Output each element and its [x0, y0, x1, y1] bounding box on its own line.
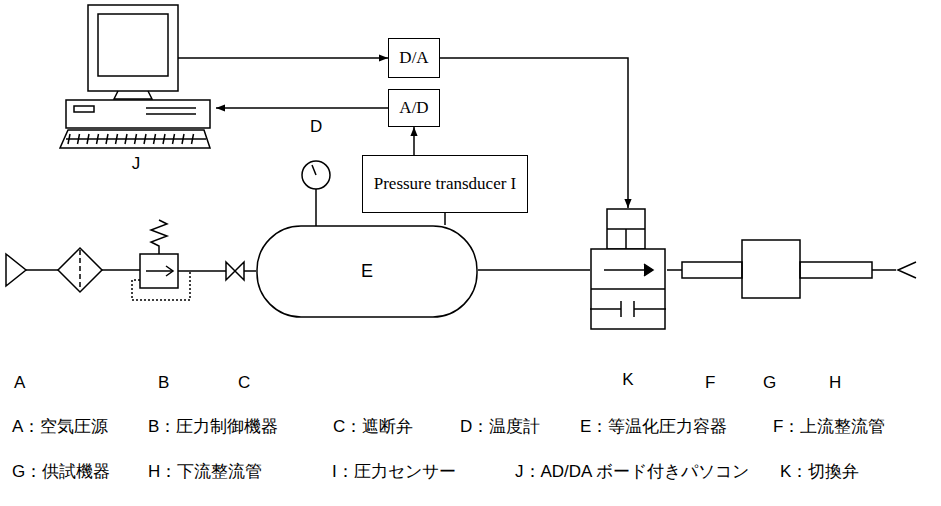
switching-valve: K	[590, 208, 666, 390]
node-text: D/A	[399, 48, 428, 68]
shutoff-valve-symbol	[226, 262, 244, 280]
connector	[413, 127, 415, 155]
downstream-tube	[800, 262, 872, 278]
test-device	[742, 240, 800, 298]
part-label: A	[14, 374, 25, 391]
signal-box: D/A	[388, 38, 440, 78]
regulator-symbol	[132, 220, 190, 300]
signal-box: A/D	[388, 89, 440, 127]
connector	[178, 57, 388, 59]
connector	[216, 107, 388, 109]
filter-symbol	[58, 248, 102, 292]
legend-text: K：切換弁	[780, 463, 859, 480]
air-source-symbol	[6, 254, 26, 286]
node-text: K	[622, 370, 633, 390]
connector	[478, 269, 590, 271]
node-text: Pressure transducer I	[374, 174, 517, 194]
part-label: B	[158, 374, 169, 391]
pc-outline	[56, 2, 216, 174]
thermometer-symbol	[302, 161, 330, 226]
legend-text: I：圧力センサー	[332, 463, 456, 480]
node-text: A/D	[399, 98, 428, 118]
legend-text: C：遮断弁	[333, 418, 413, 435]
computer: J	[56, 2, 216, 174]
legend-text: B：圧力制御機器	[148, 418, 278, 435]
node-text: E	[361, 261, 373, 283]
pressure-vessel: E	[256, 225, 478, 318]
node-text: J	[132, 154, 141, 174]
exhaust-symbol	[898, 262, 916, 278]
part-label: D	[310, 118, 322, 135]
legend-text: E：等温化圧力容器	[580, 418, 727, 435]
part-label: G	[763, 374, 776, 391]
part-label: H	[829, 374, 841, 391]
legend-text: J：AD/DA ボード付きパソコン	[515, 463, 749, 480]
legend-text: H：下流整流管	[148, 463, 262, 480]
signal-box: Pressure transducer I	[362, 155, 528, 213]
legend-text: D：温度計	[460, 418, 540, 435]
part-label: F	[705, 374, 715, 391]
legend-text: G：供試機器	[12, 463, 110, 480]
legend-text: F：上流整流管	[773, 418, 885, 435]
legend-text: A：空気圧源	[12, 418, 108, 435]
connector	[444, 213, 446, 225]
part-label: C	[238, 374, 250, 391]
upstream-tube	[682, 262, 742, 278]
valve-outline	[590, 208, 666, 390]
